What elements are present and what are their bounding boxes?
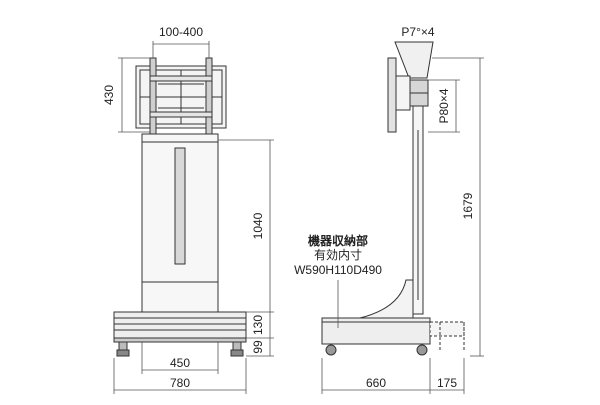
side-view bbox=[321, 41, 465, 356]
tilt-label: P7°×4 bbox=[401, 25, 434, 39]
storage-note-subtitle: 有効内寸 bbox=[314, 247, 362, 262]
storage-note: 機器収納部 有効内寸 W590H110D490 bbox=[294, 233, 382, 277]
vertical-adjust-label: P80×4 bbox=[437, 88, 451, 123]
base-height-label: 130 bbox=[251, 315, 265, 335]
front-dimensions bbox=[113, 41, 274, 394]
storage-note-title: 機器収納部 bbox=[308, 233, 368, 248]
side-base bbox=[321, 317, 465, 352]
front-view bbox=[113, 57, 247, 357]
mount-bracket bbox=[135, 57, 227, 135]
overall-width-label: 780 bbox=[170, 376, 190, 390]
tilt-fan bbox=[394, 41, 434, 79]
mount-height-label: 430 bbox=[102, 85, 116, 105]
caster-height-label: 99 bbox=[251, 340, 265, 354]
rear-depth-label: 175 bbox=[437, 376, 457, 390]
base-depth-label: 660 bbox=[366, 376, 386, 390]
storage-note-dimensions: W590H110D490 bbox=[294, 263, 382, 277]
overall-height-label: 1679 bbox=[461, 192, 475, 219]
column-body bbox=[141, 133, 219, 313]
display-panel bbox=[387, 57, 429, 133]
front-casters bbox=[116, 341, 244, 357]
side-pole bbox=[412, 105, 424, 315]
support-curve bbox=[359, 279, 414, 319]
column-height-label: 1040 bbox=[251, 212, 265, 239]
side-dimensions bbox=[321, 57, 484, 394]
mount-width-label: 100-400 bbox=[159, 25, 203, 39]
side-casters bbox=[325, 344, 428, 356]
inner-base-width-label: 450 bbox=[170, 356, 190, 370]
front-base bbox=[113, 311, 247, 343]
